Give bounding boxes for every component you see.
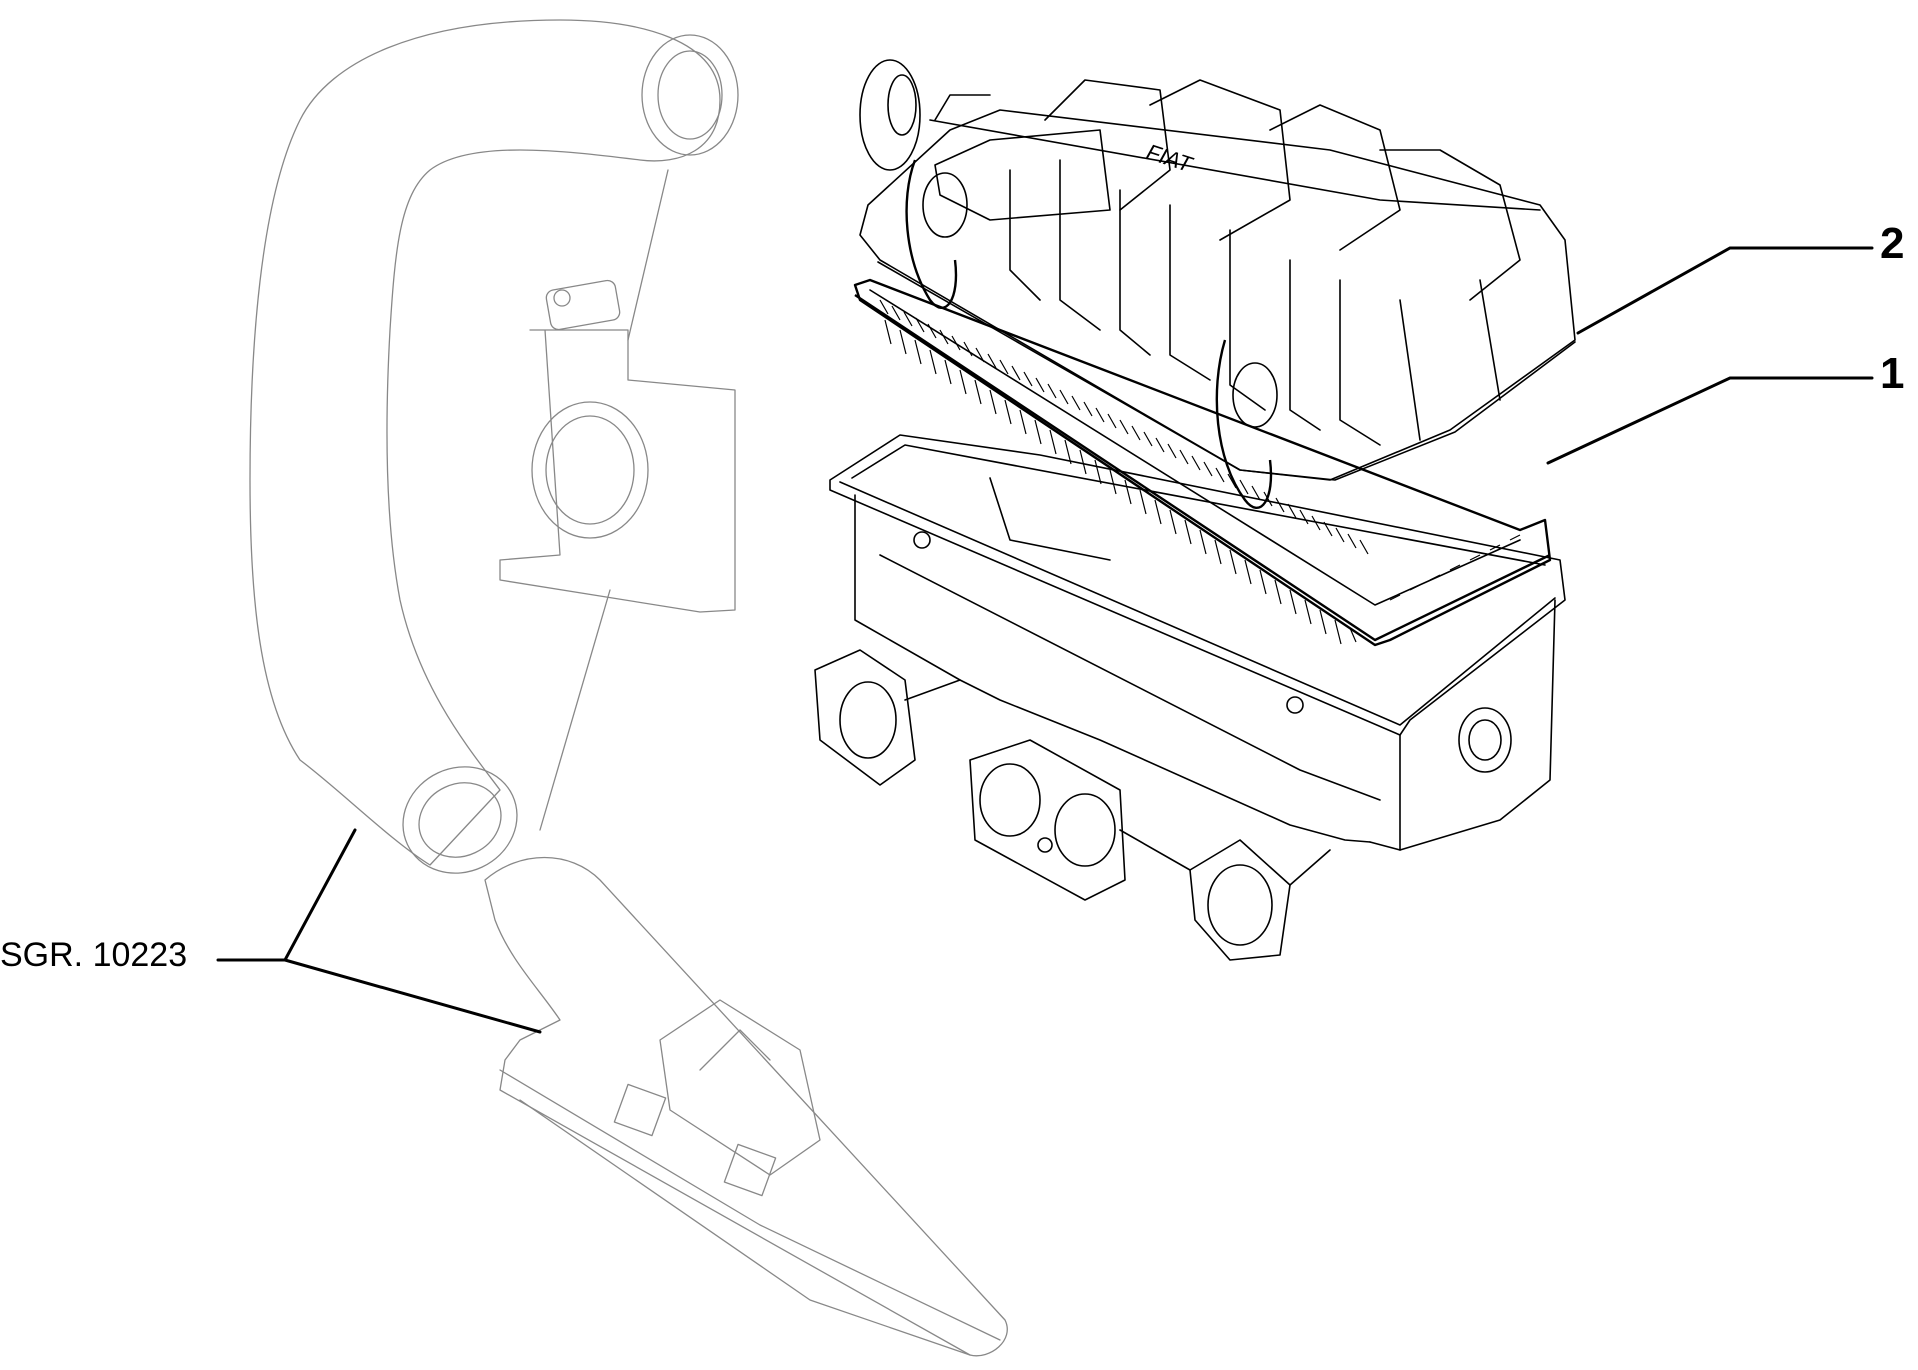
- leader-line-1: [1546, 376, 1874, 465]
- cover-emboss-logo: FIAT: [1143, 139, 1196, 177]
- leader-line-sgr: [216, 828, 357, 962]
- air-cleaner-cover: [859, 59, 1576, 509]
- callout-part-1: 1: [1880, 349, 1905, 398]
- air-duct: [484, 856, 1008, 1357]
- hose-clamp: [499, 279, 736, 613]
- leader-line-2: [1576, 246, 1874, 335]
- callout-reference-sgr: SGR. 10223: [0, 936, 188, 974]
- leader-line-sgr-branch: [283, 958, 542, 1034]
- intake-hose: [249, 19, 739, 874]
- filter-pleats: [879, 299, 1521, 645]
- callout-part-2: 2: [1880, 219, 1905, 268]
- air-cleaner-base: [814, 434, 1566, 961]
- leader-lines: [216, 246, 1874, 1034]
- filter-element: [853, 278, 1552, 647]
